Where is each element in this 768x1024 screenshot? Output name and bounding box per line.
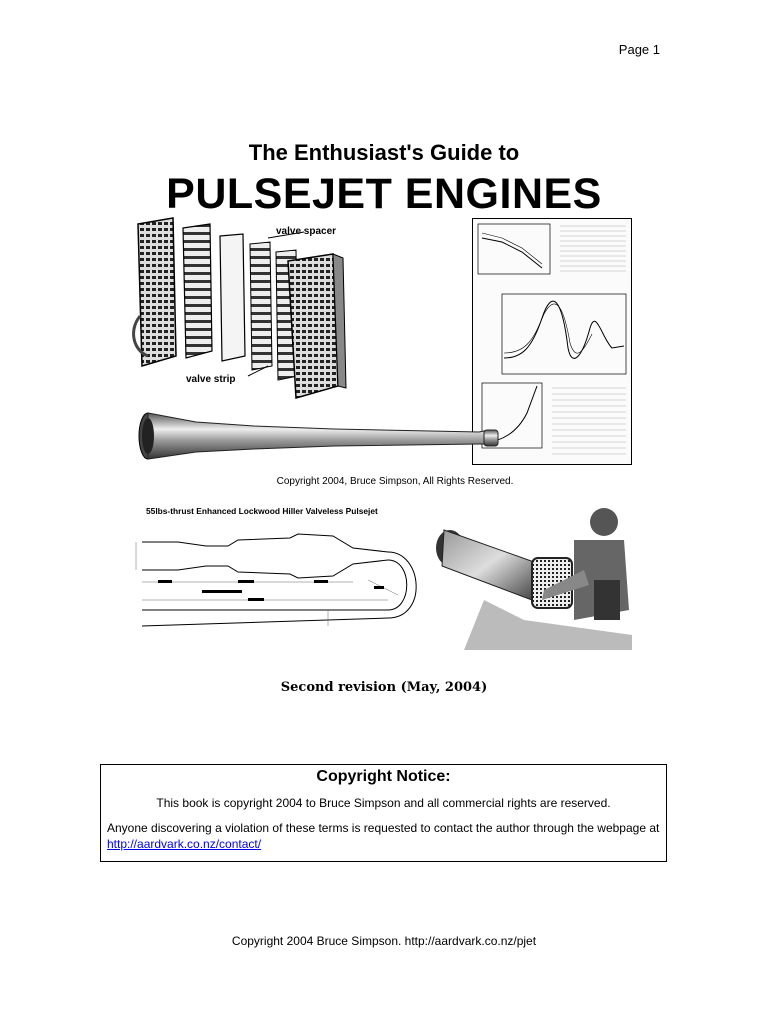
pulsejet-dimension-diagram: 55lbs-thrust Enhanced Lockwood Hiller Va… bbox=[135, 506, 417, 627]
violation-contact-label: Anyone discovering a violation of these … bbox=[107, 821, 660, 835]
book-page-graphs bbox=[472, 218, 632, 465]
pulsejet-tube-illustration bbox=[138, 412, 499, 460]
copyright-statement: This book is copyright 2004 to Bruce Sim… bbox=[156, 796, 611, 810]
title-subheading: The Enthusiast's Guide to bbox=[248, 140, 520, 165]
diagram-title: 55lbs-thrust Enhanced Lockwood Hiller Va… bbox=[146, 506, 378, 516]
cover-caption: Copyright 2004, Bruce Simpson, All Right… bbox=[276, 476, 514, 487]
page-title: PULSEJET ENGINES bbox=[166, 170, 602, 218]
valve-assembly-illustration: valve spacer valve strip bbox=[132, 217, 347, 399]
valve-strip-callout: valve strip bbox=[186, 374, 235, 385]
contact-link[interactable]: http://aardvark.co.nz/contact/ bbox=[107, 837, 262, 851]
page-number: Page 1 bbox=[618, 42, 660, 57]
pulsejet-photo bbox=[424, 500, 632, 650]
page-footer: Copyright 2004 Bruce Simpson. http://aar… bbox=[231, 934, 537, 948]
revision-note: Second revision (May, 2004) bbox=[280, 680, 488, 695]
valve-spacer-callout: valve spacer bbox=[276, 226, 336, 237]
violation-contact-text: Anyone discovering a violation of these … bbox=[107, 820, 660, 852]
copyright-notice-box: Copyright Notice: This book is copyright… bbox=[100, 764, 667, 862]
copyright-notice-title: Copyright Notice: bbox=[316, 768, 451, 785]
